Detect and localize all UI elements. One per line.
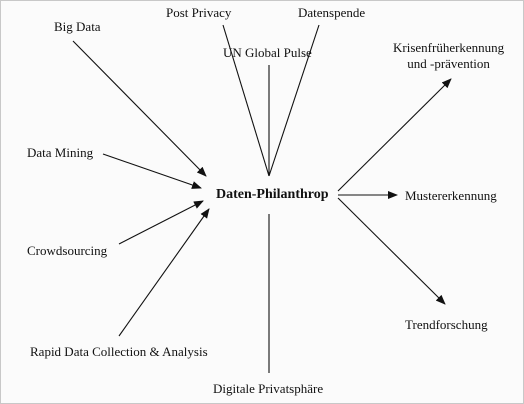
arrow-crowdsourcing xyxy=(118,200,204,245)
node-krisen-line1: Krisenfrüherkennung xyxy=(393,40,505,55)
arrow-rapid-data xyxy=(118,208,210,337)
node-rapid-data: Rapid Data Collection & Analysis xyxy=(30,344,208,359)
node-post-privacy: Post Privacy xyxy=(166,5,232,20)
arrow-data-mining xyxy=(102,153,202,189)
node-big-data: Big Data xyxy=(54,19,101,34)
node-trend: Trendforschung xyxy=(405,317,488,332)
node-muster: Mustererkennung xyxy=(405,188,497,203)
arrow-krisen xyxy=(337,78,452,192)
arrow-big-data xyxy=(72,40,207,177)
node-krisen: Krisenfrüherkennung und -prävention xyxy=(393,40,504,72)
node-un-global-pulse: UN Global Pulse xyxy=(223,45,312,60)
node-datenspende: Datenspende xyxy=(298,5,366,20)
line-datenspende xyxy=(268,24,320,177)
line-post-privacy xyxy=(222,24,270,177)
node-center: Daten-Philanthrop xyxy=(216,187,329,202)
node-krisen-line2: und -prävention xyxy=(407,56,490,71)
node-privatsphaere: Digitale Privatsphäre xyxy=(213,381,324,396)
arrow-trend xyxy=(337,197,446,305)
node-data-mining: Data Mining xyxy=(27,145,94,160)
node-crowdsourcing: Crowdsourcing xyxy=(27,243,108,258)
